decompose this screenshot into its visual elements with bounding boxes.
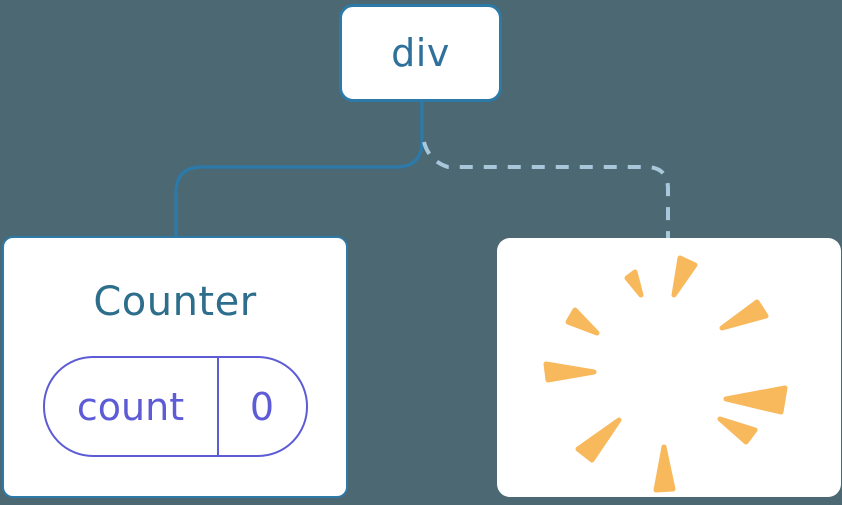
- state-value: 0: [249, 384, 275, 429]
- state-key-label: count: [45, 358, 219, 455]
- edge-div-to-counter-solid: [174, 102, 424, 236]
- component-title: Counter: [93, 279, 257, 325]
- edge-div-to-removed-dashed: [422, 141, 670, 238]
- state-badge: count 0: [42, 356, 308, 457]
- poof-burst-icon: [543, 255, 788, 493]
- tree-node-counter: Counter count 0: [2, 236, 348, 498]
- root-node-label: div: [391, 31, 450, 75]
- tree-node-removed: [497, 238, 841, 497]
- tree-node-div: div: [339, 4, 502, 102]
